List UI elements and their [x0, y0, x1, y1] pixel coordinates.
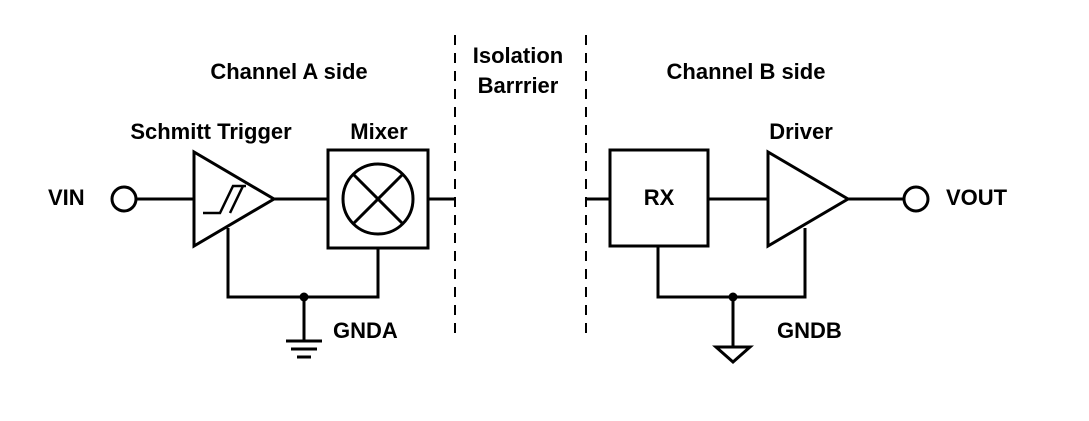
driver-symbol — [766, 149, 851, 249]
driver-label: Driver — [769, 119, 833, 144]
channel-b-label: Channel B side — [666, 59, 826, 84]
hysteresis-icon — [203, 184, 246, 215]
vin-label: VIN — [48, 185, 85, 210]
schmitt-trigger-label: Schmitt Trigger — [130, 119, 292, 144]
isolation-label-line1: Isolation — [472, 43, 564, 68]
vout-label: VOUT — [946, 185, 1008, 210]
mixer-icon — [341, 162, 415, 236]
gndb-ground-icon — [712, 345, 754, 365]
rx-label: RX — [643, 185, 675, 210]
gnda-junction — [299, 292, 309, 302]
rx-box — [608, 148, 710, 248]
isolation-label-line2: Barrrier — [477, 73, 559, 98]
mixer-label: Mixer — [350, 119, 408, 144]
gnda-label: GNDA — [333, 318, 398, 343]
gndb-label: GNDB — [777, 318, 842, 343]
channel-a-label: Channel A side — [210, 59, 368, 84]
vout-terminal — [902, 185, 930, 213]
vin-terminal — [110, 185, 138, 213]
schmitt-trigger-symbol — [192, 149, 277, 249]
gndb-junction — [728, 292, 738, 302]
